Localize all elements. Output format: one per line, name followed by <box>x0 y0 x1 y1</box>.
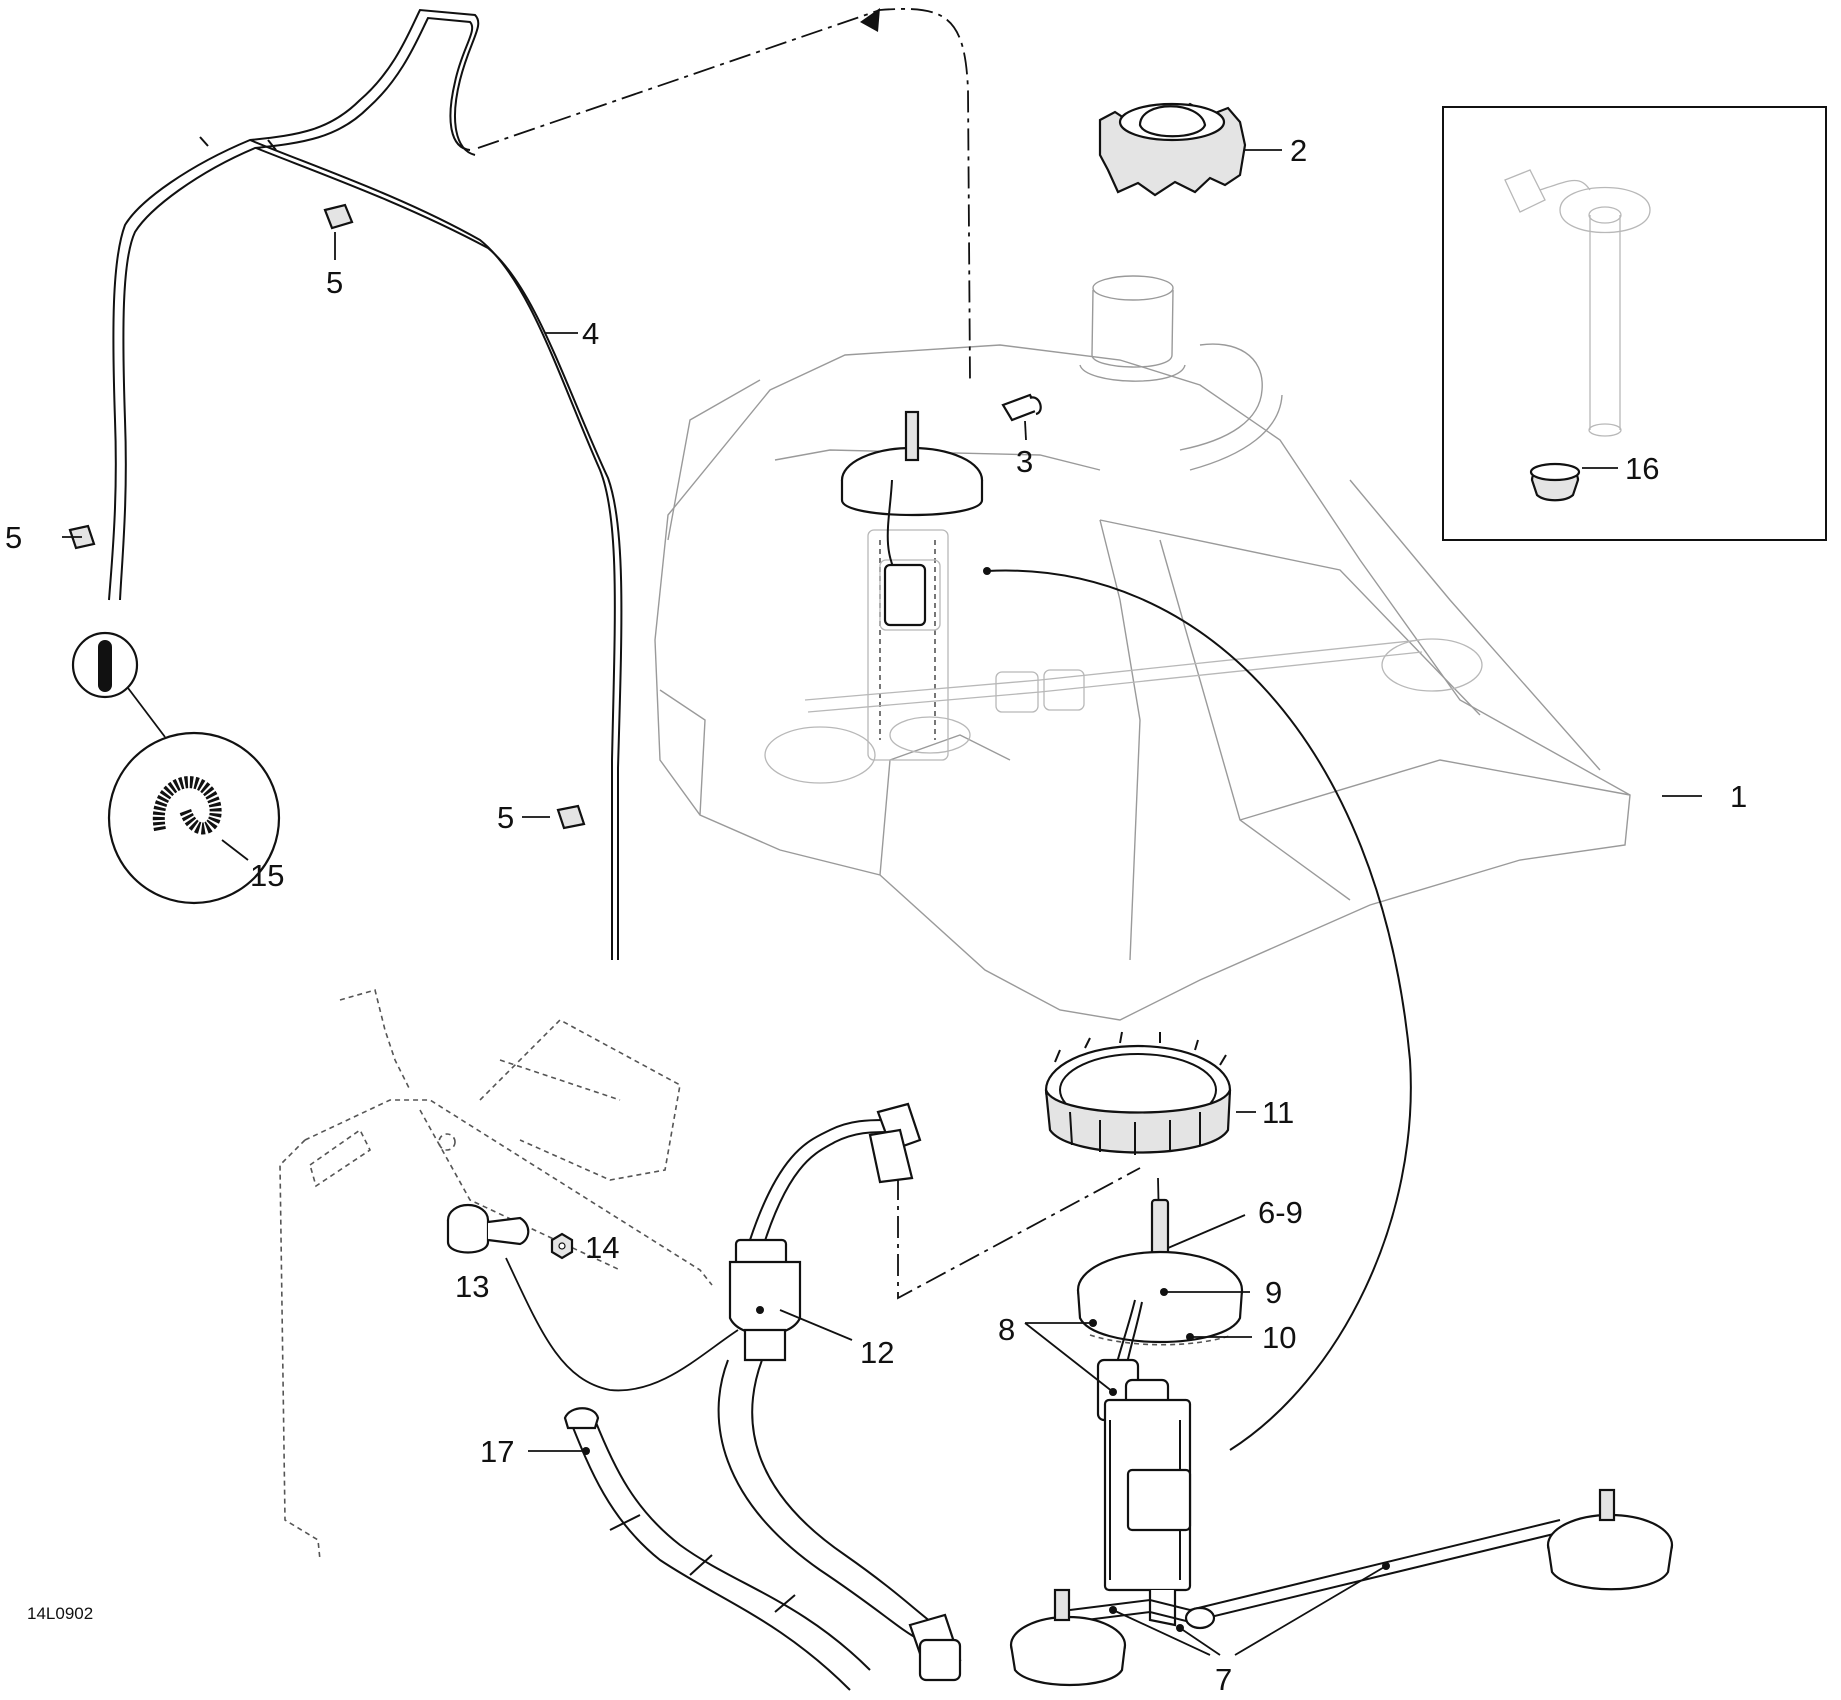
removal-arc <box>986 569 1412 1451</box>
fuel-cap <box>1098 102 1247 197</box>
callout-1: 1 <box>1730 779 1747 814</box>
callout-2: 2 <box>1290 133 1307 168</box>
fuel-filter-hose <box>717 1102 962 1682</box>
fuel-pump-top-in-tank <box>840 410 984 627</box>
connector-route <box>897 1167 1141 1300</box>
callout-3: 3 <box>1016 444 1033 479</box>
leader-lines <box>62 149 1702 1656</box>
detail-link-line <box>127 687 166 738</box>
vent-hose <box>108 8 623 960</box>
nut <box>550 1232 574 1260</box>
callout-6-9: 6-9 <box>1258 1195 1303 1230</box>
vehicle-frame <box>279 989 713 1561</box>
callout-8: 8 <box>998 1312 1015 1347</box>
fuel-pump-ghost-in-tank <box>764 529 1483 784</box>
fuel-return-hose <box>563 1407 871 1691</box>
callout-15: 15 <box>250 858 284 893</box>
detail-circle-small <box>71 631 139 699</box>
arc-origin-dot <box>983 567 991 575</box>
callout-16: 16 <box>1625 451 1659 486</box>
gauge-sender-inset <box>1442 106 1827 541</box>
callout-7: 7 <box>1215 1662 1232 1697</box>
figure-reference-code: 14L0902 <box>27 1604 93 1623</box>
hose-route-to-tank <box>477 8 971 381</box>
callout-5-top: 5 <box>326 265 343 300</box>
fuel-tank <box>654 275 1631 1021</box>
callout-10: 10 <box>1262 1320 1296 1355</box>
callout-13: 13 <box>455 1269 489 1304</box>
hose-clamp <box>446 1203 530 1254</box>
detail-circle-large <box>107 731 281 905</box>
clamp-to-filter-line <box>505 1257 739 1392</box>
filter-dot <box>756 1306 764 1314</box>
callout-4: 4 <box>582 316 599 351</box>
fuel-pump-module <box>1009 1198 1674 1687</box>
route-arrow-head <box>860 8 880 32</box>
callout-11: 11 <box>1262 1095 1294 1130</box>
callout-9: 9 <box>1265 1275 1282 1310</box>
callout-5-left: 5 <box>5 520 22 555</box>
pump-lock-ring <box>1044 1031 1232 1155</box>
callout-5-mid: 5 <box>497 800 514 835</box>
callout-12: 12 <box>860 1335 894 1370</box>
callout-17: 17 <box>480 1434 514 1469</box>
vent-valve <box>1001 393 1042 422</box>
callout-14: 14 <box>585 1230 619 1265</box>
